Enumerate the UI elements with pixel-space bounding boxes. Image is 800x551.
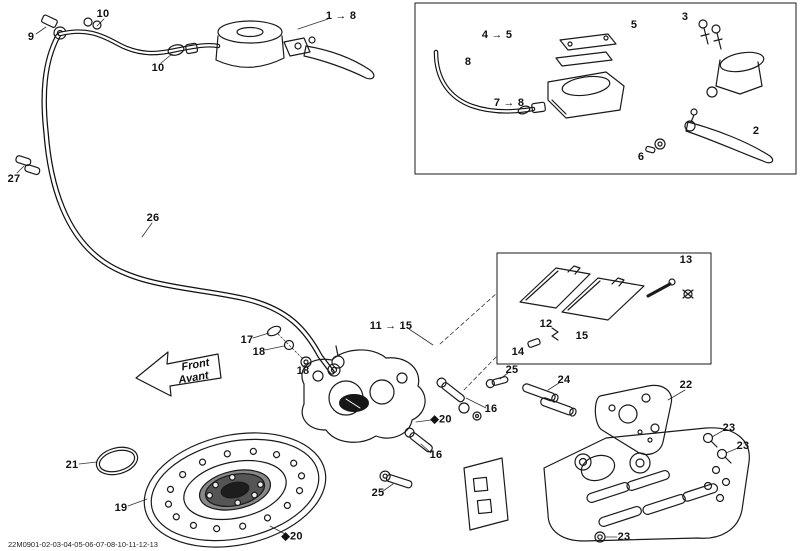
- brake-disc: [143, 432, 327, 548]
- o-ring: [95, 446, 139, 476]
- master-cylinder-assembly: [41, 14, 375, 80]
- front-arrow-label-1: Front: [181, 356, 212, 373]
- inset-brake-pads: [496, 252, 712, 365]
- hose-clamp: [15, 155, 41, 176]
- part-code: 22M0901-02-03-04-05-06-07-08-10-11-12-13: [8, 540, 158, 549]
- front-arrow: Front Avant: [135, 351, 222, 397]
- brake-caliper: [266, 325, 577, 489]
- disc-guard: [463, 384, 750, 543]
- inset-master-cylinder: [414, 2, 797, 175]
- brake-hose: [41, 33, 341, 377]
- front-arrow-label-2: Avant: [176, 369, 210, 387]
